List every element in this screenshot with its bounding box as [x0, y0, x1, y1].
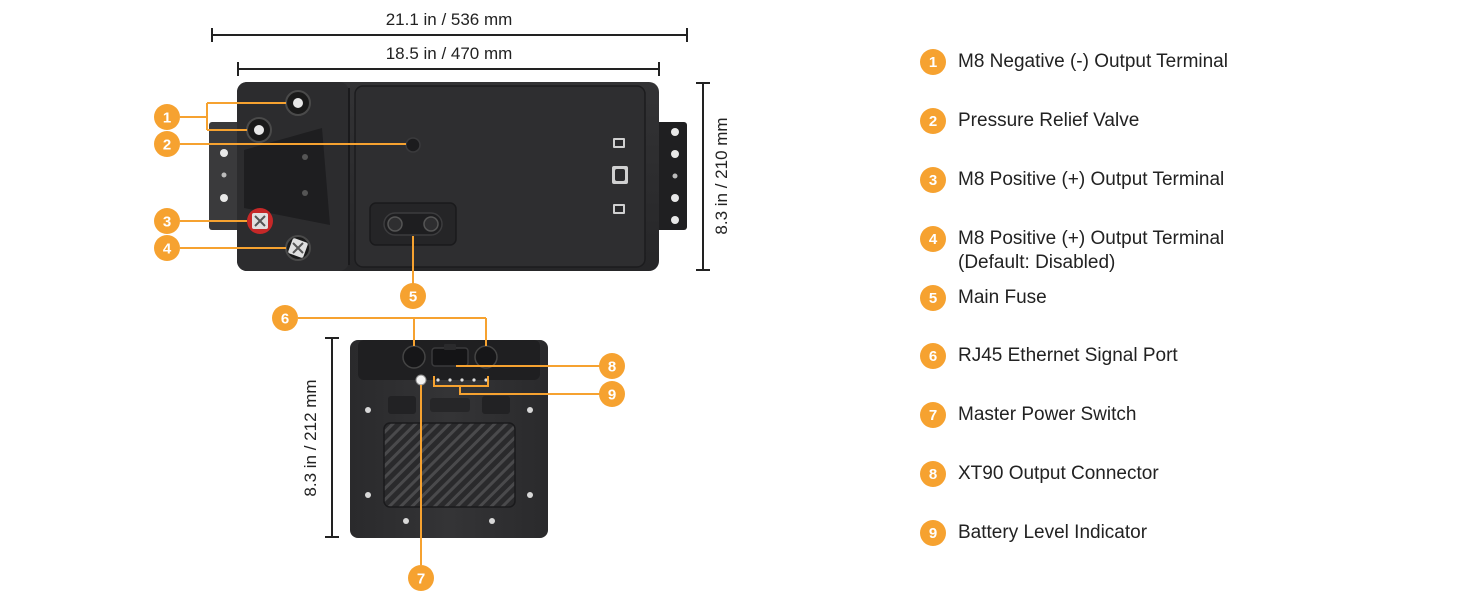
callout-badge-9: 9	[599, 381, 625, 407]
legend-item-4: 4 M8 Positive (+) Output Terminal (Defau…	[920, 226, 1224, 275]
side-height-label: 8.3 in / 212 mm	[301, 379, 320, 496]
callout-badge-4: 4	[154, 235, 180, 261]
legend-item-6: 6 RJ45 Ethernet Signal Port	[920, 343, 1178, 369]
legend-badge: 3	[920, 167, 946, 193]
callout-badge-8: 8	[599, 353, 625, 379]
rj45-port-right	[474, 345, 498, 369]
callout-badge-5: 5	[400, 283, 426, 309]
xt90-connector	[431, 347, 469, 367]
legend-badge: 4	[920, 226, 946, 252]
legend-label: M8 Positive (+) Output Terminal	[958, 169, 1225, 190]
legend-item-8: 8 XT90 Output Connector	[920, 461, 1159, 487]
callout-badge-3: 3	[154, 208, 180, 234]
legend-item-9: 9 Battery Level Indicator	[920, 520, 1147, 546]
svg-text:8: 8	[608, 359, 616, 376]
legend-label: Main Fuse	[958, 287, 1047, 308]
legend-item-3: 3 M8 Positive (+) Output Terminal	[920, 167, 1224, 193]
legend-badge: 6	[920, 343, 946, 369]
legend-badge: 2	[920, 108, 946, 134]
legend-sublabel: (Default: Disabled)	[958, 252, 1116, 273]
body-length-label: 18.5 in / 470 mm	[386, 44, 513, 63]
dimension-top-height: 8.3 in / 210 mm	[696, 82, 731, 271]
legend-label: Pressure Relief Valve	[958, 110, 1140, 131]
rj45-port-left	[402, 345, 426, 369]
svg-text:5: 5	[409, 289, 417, 306]
master-power-switch	[415, 374, 427, 386]
battery-level-indicator	[436, 378, 488, 382]
dimension-body-length: 18.5 in / 470 mm	[237, 44, 660, 76]
battery-side-view	[350, 340, 548, 538]
pressure-relief-valve	[405, 137, 421, 153]
legend-badge: 5	[920, 285, 946, 311]
terminal-label-plate	[244, 128, 330, 225]
legend-label-group: M8 Positive (+) Output Terminal (Default…	[958, 226, 1224, 275]
svg-text:4: 4	[163, 241, 172, 258]
callout-badge-7: 7	[408, 565, 434, 591]
legend-badge: 7	[920, 402, 946, 428]
svg-text:3: 3	[163, 214, 171, 231]
legend-label: M8 Positive (+) Output Terminal	[958, 228, 1225, 249]
svg-text:9: 9	[608, 387, 616, 404]
svg-text:7: 7	[417, 571, 425, 588]
svg-text:2: 2	[163, 137, 171, 154]
overall-length-label: 21.1 in / 536 mm	[386, 10, 513, 29]
positive-terminal-disabled	[285, 235, 311, 261]
battery-top-view	[209, 82, 687, 271]
legend-label: RJ45 Ethernet Signal Port	[958, 345, 1178, 366]
grip-pad	[383, 422, 516, 508]
callout-badge-1: 1	[154, 104, 180, 130]
legend-item-1: 1 M8 Negative (-) Output Terminal	[920, 49, 1228, 75]
legend-item-5: 5 Main Fuse	[920, 285, 1047, 311]
legend-label: Battery Level Indicator	[958, 522, 1148, 543]
legend-item-7: 7 Master Power Switch	[920, 402, 1136, 428]
dimension-side-height: 8.3 in / 212 mm	[301, 337, 339, 538]
callout-badge-6: 6	[272, 305, 298, 331]
legend-item-2: 2 Pressure Relief Valve	[920, 108, 1139, 134]
positive-terminal	[247, 208, 273, 234]
legend-label: Master Power Switch	[958, 404, 1137, 425]
negative-terminal-1	[285, 90, 311, 116]
top-height-label: 8.3 in / 210 mm	[712, 117, 731, 234]
svg-text:1: 1	[163, 110, 171, 127]
callout-leaders	[180, 102, 600, 565]
device-diagram: 21.1 in / 536 mm 18.5 in / 470 mm 8.3 in…	[154, 10, 731, 591]
legend-badge: 1	[920, 49, 946, 75]
legend-label: M8 Negative (-) Output Terminal	[958, 51, 1228, 72]
legend-label: XT90 Output Connector	[958, 463, 1159, 484]
legend-badge: 8	[920, 461, 946, 487]
svg-text:6: 6	[281, 311, 289, 328]
negative-terminal-2	[246, 117, 272, 143]
legend-badge: 9	[920, 520, 946, 546]
dimension-overall-length: 21.1 in / 536 mm	[211, 10, 688, 42]
component-legend: 1 M8 Negative (-) Output Terminal 2 Pres…	[920, 0, 1440, 600]
callout-badge-2: 2	[154, 131, 180, 157]
